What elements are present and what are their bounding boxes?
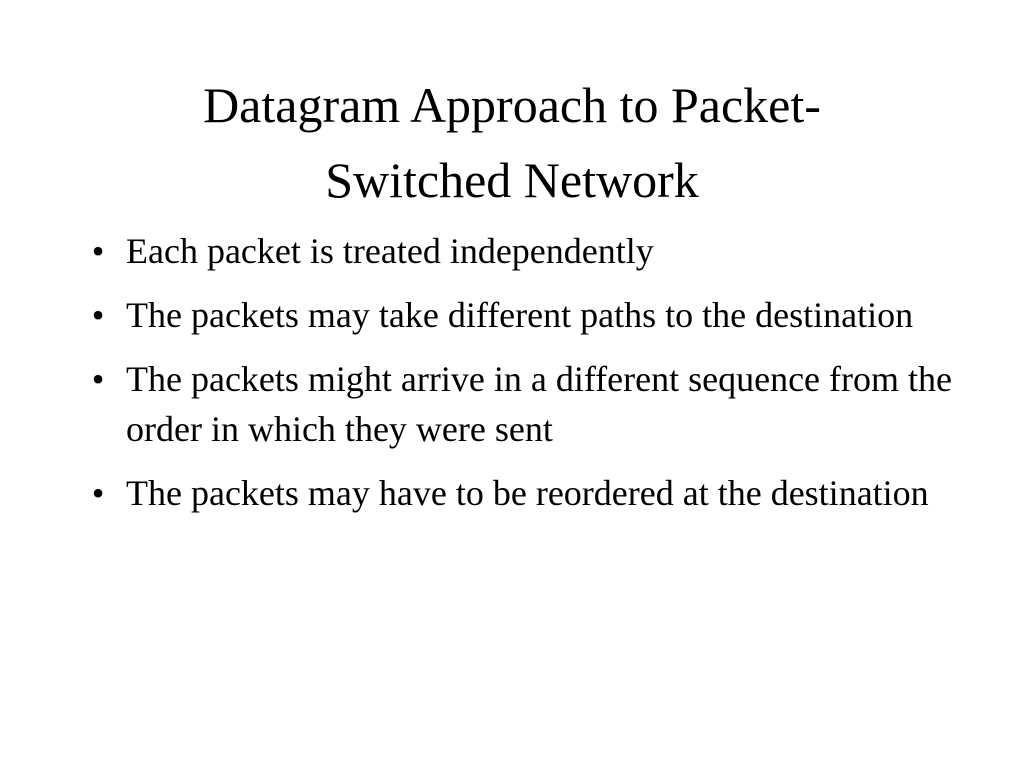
slide-title: Datagram Approach to Packet- Switched Net… (80, 68, 944, 218)
slide-title-line-2: Switched Network (325, 152, 699, 208)
bullet-dot-icon: • (91, 231, 105, 271)
bullet-text: Each packet is treated independently (126, 231, 654, 271)
bullet-item: • The packets may take different paths t… (82, 290, 954, 340)
bullet-dot-icon: • (91, 359, 105, 399)
bullet-item: • The packets might arrive in a differen… (82, 354, 954, 454)
bullet-text: The packets may take different paths to … (126, 295, 914, 335)
bullet-dot-icon: • (91, 295, 105, 335)
slide-title-line-1: Datagram Approach to Packet- (203, 77, 821, 133)
bullet-dot-icon: • (91, 473, 105, 513)
bullet-text: The packets might arrive in a different … (126, 359, 952, 449)
bullet-list: • Each packet is treated independently •… (82, 226, 954, 532)
bullet-item: • The packets may have to be reordered a… (82, 468, 954, 518)
bullet-item: • Each packet is treated independently (82, 226, 954, 276)
bullet-text: The packets may have to be reordered at … (126, 473, 929, 513)
